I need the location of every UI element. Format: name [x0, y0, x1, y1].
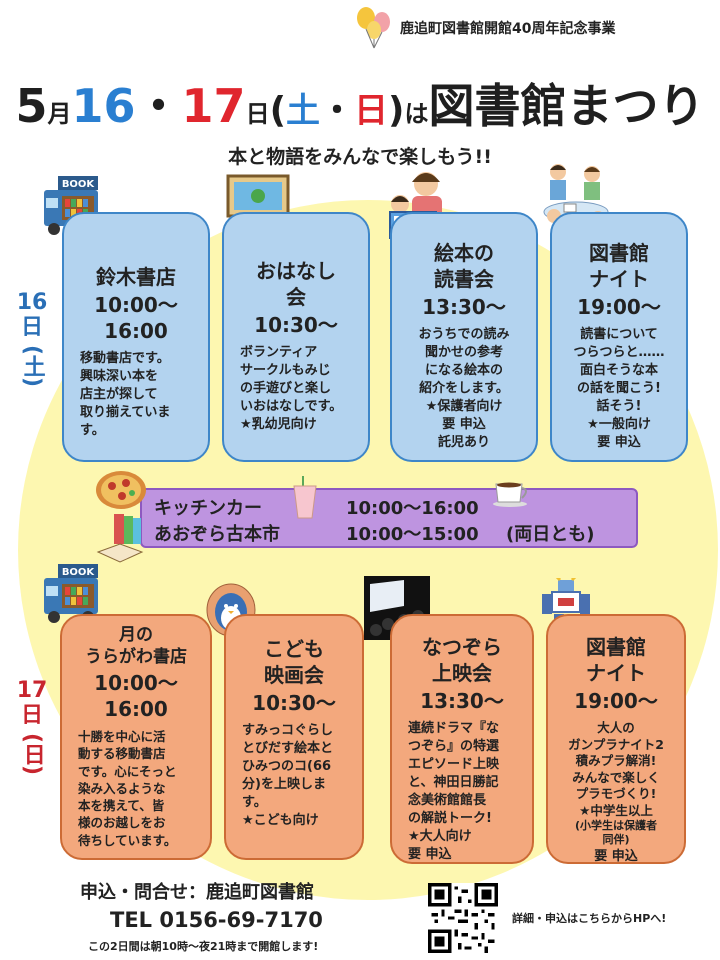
- title-month-unit: 月: [47, 100, 72, 128]
- tel-number[interactable]: TEL 0156-69-7170: [110, 908, 323, 932]
- card-ohanashi-kai: おはなし 会 10:30～ ボランティア サークルもみじ の手遊びと楽し いおは…: [222, 212, 370, 462]
- title-ha: は: [404, 100, 429, 128]
- coffee-icon: [493, 482, 527, 507]
- day17-number: 17: [16, 678, 48, 703]
- books-stack-icon: [96, 514, 144, 563]
- card-title: こども 映画会: [264, 637, 324, 687]
- svg-text:BOOK: BOOK: [62, 179, 96, 190]
- card-desc: おうちでの読み 聞かせの参考 になる絵本の 紹介をします。 ★保護者向け 要 申…: [418, 327, 510, 450]
- day17-label: 17 日 (日): [14, 678, 50, 775]
- card-time: 10:00～ 16:00: [94, 671, 178, 722]
- card-natsuzora: なつぞら 上映会 13:30～ 連続ドラマ『な つぞら』の特選 エピソード上映 …: [390, 614, 534, 864]
- card-kodomo-eigakai: こども 映画会 10:30～ すみっコぐらし とびだす絵本と ひみつのコ(66 …: [224, 614, 364, 860]
- card-apply: 要 申込: [594, 848, 638, 864]
- day16-unit: 日: [20, 315, 43, 341]
- book-truck-icon: BOOK: [44, 564, 98, 623]
- contact-label: 申込・問合せ：鹿追町図書館: [80, 882, 314, 903]
- card-desc: 大人の ガンプラナイト2 積みプラ解消! みんなで楽しく プラモづくり! ★中学…: [568, 720, 664, 818]
- card-desc: すみっコぐらし とびだす絵本と ひみつのコ(66 分)を上映しま す。 ★こども…: [242, 723, 334, 828]
- card-title: なつぞら 上映会: [422, 635, 502, 685]
- day16-dow: (土): [19, 344, 45, 387]
- card-time: 10:30～: [252, 691, 336, 715]
- day16-label: 16 日 (土): [14, 290, 50, 387]
- card-title: 絵本の 読書会: [434, 241, 494, 291]
- card-desc: 移動書店です。 興味深い本を 店主が探して 取り揃えていま す。: [80, 351, 171, 438]
- title-sep: ・: [135, 79, 182, 133]
- kitchen-car-time: 10:00～16:00: [346, 498, 479, 519]
- card-title: 月の うらがわ書店: [85, 625, 187, 668]
- qr-code[interactable]: [428, 883, 498, 953]
- card-desc: ボランティア サークルもみじ の手遊びと楽し いおはなしです。 ★乳幼児向け: [240, 345, 343, 432]
- card-time: 13:30～: [422, 295, 506, 319]
- day16-number: 16: [16, 290, 48, 315]
- title-month: 5: [15, 79, 48, 133]
- card-title: 図書館 ナイト: [589, 241, 649, 291]
- day17-unit: 日: [20, 703, 43, 729]
- title-day1: 16: [71, 79, 136, 133]
- card-note: (小学生は保護者 同伴): [574, 819, 658, 847]
- card-library-night-17: 図書館 ナイト 19:00～ 大人の ガンプラナイト2 積みプラ解消! みんなで…: [546, 614, 686, 864]
- title-paren-close: ): [388, 90, 405, 131]
- card-title: 鈴木書店: [96, 265, 176, 289]
- card-time: 19:00～: [574, 689, 658, 713]
- card-desc: 読書について つらつらと…… 面白そうな本 の話を聞こう! 話そう! ★一般向け…: [573, 327, 665, 450]
- title-dow-sep: ・: [320, 91, 355, 131]
- event-label: 鹿追町図書館開館40周年記念事業: [400, 21, 616, 37]
- title-name: 図書館まつり: [428, 79, 705, 133]
- title-paren-open: (: [269, 90, 287, 131]
- drink-icon: [293, 476, 317, 519]
- aozora-time: 10:00～15:00: [346, 524, 479, 545]
- title-day-unit: 日: [245, 100, 270, 128]
- card-library-night-16: 図書館 ナイト 19:00～ 読書について つらつらと…… 面白そうな本 の話を…: [550, 212, 688, 462]
- title-day2: 17: [181, 79, 246, 133]
- both-days-band: キッチンカー 10:00～16:00 あおぞら古本市 10:00～15:00 (両日と…: [140, 488, 638, 548]
- both-days-note: (両日とも): [506, 524, 595, 545]
- day17-dow: (日): [19, 732, 45, 775]
- balloons-icon: [357, 7, 390, 49]
- card-title: 図書館 ナイト: [586, 635, 646, 685]
- card-desc: 連続ドラマ『な つぞら』の特選 エピソード上映 と、神田日勝記 念美術館館長 の…: [408, 721, 500, 862]
- hours-note: この2日間は朝10時～夜21時まで開館します!: [88, 940, 319, 953]
- card-title: おはなし 会: [256, 259, 336, 309]
- page-title: 5月16・17日(土・日)は図書館まつり: [0, 70, 720, 136]
- kitchen-car-label: キッチンカー: [154, 498, 262, 519]
- card-tsuki-no-uragawa: 月の うらがわ書店 10:00～ 16:00 十勝を中心に活 動する移動書店 で…: [60, 614, 212, 860]
- title-dow1: 土: [286, 91, 321, 131]
- title-dow2: 日: [354, 91, 389, 131]
- svg-text:BOOK: BOOK: [62, 567, 96, 578]
- card-ehon-dokushokai: 絵本の 読書会 13:30～ おうちでの読み 聞かせの参考 になる絵本の 紹介を…: [390, 212, 538, 462]
- aozora-label: あおぞら古本市: [154, 524, 280, 545]
- card-time: 13:30～: [420, 689, 504, 713]
- card-suzuki-shoten: 鈴木書店 10:00～ 16:00 移動書店です。 興味深い本を 店主が探して …: [62, 212, 210, 462]
- card-desc: 十勝を中心に活 動する移動書店 です。心にそっと 染み入るような 本を携えて、皆…: [78, 729, 177, 848]
- card-time: 19:00～: [577, 295, 661, 319]
- card-time: 10:30～: [254, 313, 338, 337]
- card-time: 10:00～ 16:00: [94, 293, 178, 343]
- subtitle: 本と物語をみんなで楽しもう!!: [228, 146, 492, 168]
- pizza-icon: [96, 471, 146, 509]
- qr-note: 詳細・申込はこちらからHPへ!: [512, 912, 667, 925]
